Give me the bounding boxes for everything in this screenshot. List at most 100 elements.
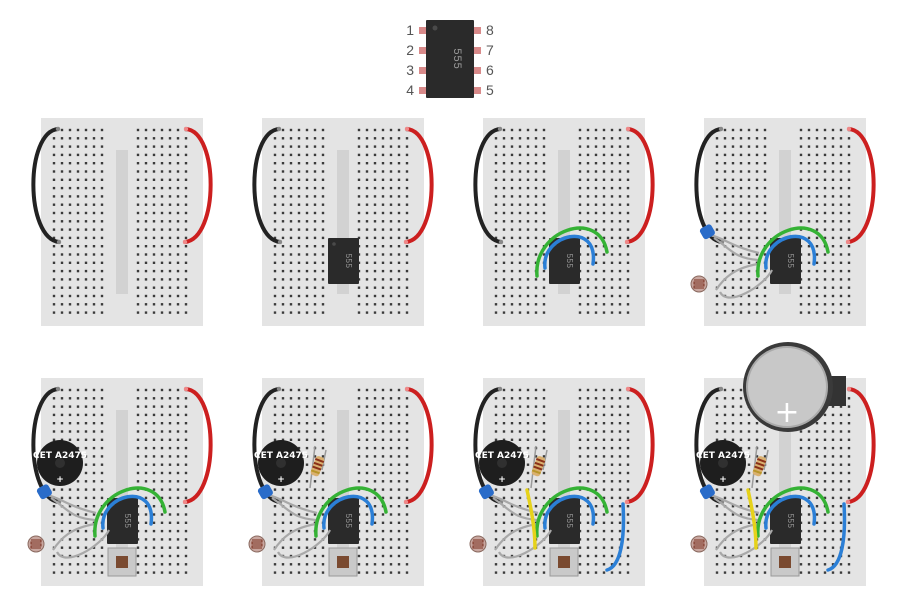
breadboard-hole <box>602 463 606 466</box>
breadboard-hole <box>100 496 104 500</box>
breadboard-hole <box>831 170 835 173</box>
breadboard-hole <box>365 438 369 441</box>
breadboard-hole <box>405 311 409 314</box>
breadboard-hole <box>68 513 72 516</box>
breadboard-hole <box>747 563 751 566</box>
breadboard-hole <box>321 496 325 500</box>
breadboard-hole <box>397 521 401 524</box>
breadboard-hole <box>618 471 622 475</box>
breadboard-hole <box>739 513 743 516</box>
breadboard-hole <box>847 521 851 524</box>
breadboard-hole <box>305 145 309 148</box>
breadboard-hole <box>176 286 180 289</box>
breadboard-hole <box>510 245 514 248</box>
breadboard-hole <box>160 463 164 466</box>
breadboard-hole <box>502 388 506 392</box>
breadboard-hole <box>586 529 590 533</box>
breadboard-hole <box>365 563 369 566</box>
power-jumper-wire <box>846 387 876 504</box>
breadboard-hole <box>578 388 582 392</box>
breadboard-hole <box>305 261 309 264</box>
breadboard-hole <box>807 245 811 248</box>
breadboard-hole <box>731 413 735 417</box>
breadboard-hole <box>594 228 598 231</box>
breadboard-hole <box>168 261 172 264</box>
breadboard-hole <box>602 137 606 140</box>
breadboard-hole <box>542 178 546 181</box>
breadboard-hole <box>731 162 735 165</box>
breadboard-hole <box>297 253 301 256</box>
photoresistor-lead <box>498 529 552 559</box>
breadboard-hole <box>305 203 309 206</box>
breadboard-hole <box>381 529 385 533</box>
breadboard-hole <box>60 405 64 408</box>
breadboard-hole <box>281 162 285 165</box>
breadboard-hole <box>542 446 546 450</box>
ceramic-capacitor <box>36 484 52 500</box>
breadboard-hole <box>731 253 735 256</box>
breadboard-hole <box>526 137 530 140</box>
breadboard-hole <box>715 253 719 256</box>
breadboard-hole <box>100 294 104 298</box>
breadboard-hole <box>100 430 104 433</box>
breadboard-hole <box>184 538 188 541</box>
breadboard-hole <box>313 505 317 508</box>
breadboard-hole <box>176 178 180 181</box>
breadboard-hole <box>831 471 835 475</box>
breadboard-hole <box>373 405 377 408</box>
breadboard-hole <box>365 195 369 198</box>
breadboard-hole <box>184 563 188 566</box>
breadboard-hole <box>305 505 309 508</box>
breadboard-hole <box>723 388 727 392</box>
breadboard-hole <box>526 228 530 231</box>
breadboard-hole <box>281 203 285 206</box>
breadboard-hole <box>618 455 622 458</box>
breadboard-hole <box>494 220 498 223</box>
breadboard-hole <box>389 211 393 215</box>
breadboard-hole <box>273 397 277 400</box>
breadboard-hole <box>578 303 582 306</box>
breadboard-hole <box>321 554 325 558</box>
breadboard-hole <box>176 488 180 491</box>
breadboard-hole <box>160 303 164 306</box>
breadboard-hole <box>602 153 606 157</box>
breadboard-hole <box>136 505 140 508</box>
555-chip <box>107 498 138 544</box>
breadboard-hole <box>136 294 140 298</box>
breadboard-hole <box>405 546 409 549</box>
breadboard-hole <box>144 405 148 408</box>
breadboard-hole <box>365 546 369 549</box>
breadboard-hole <box>405 413 409 417</box>
breadboard-hole <box>60 153 64 157</box>
breadboard-hole <box>815 294 819 298</box>
breadboard-hole <box>305 430 309 433</box>
breadboard-hole <box>518 211 522 215</box>
breadboard-hole <box>144 294 148 298</box>
breadboard-hole <box>763 203 767 206</box>
breadboard-hole <box>602 128 606 132</box>
breadboard-hole <box>594 438 598 441</box>
buzzer-label: CET A2475 <box>475 451 529 461</box>
breadboard-hole <box>807 294 811 298</box>
breadboard-hole <box>723 186 727 190</box>
wire-end <box>625 126 631 132</box>
breadboard-hole <box>747 186 751 190</box>
chip-pin-right <box>473 27 481 34</box>
breadboard-hole <box>823 471 827 475</box>
breadboard-hole <box>578 438 582 441</box>
breadboard-hole <box>313 455 317 458</box>
breadboard-hole <box>144 220 148 223</box>
breadboard-hole <box>289 303 293 306</box>
breadboard-hole <box>68 521 72 524</box>
breadboard-hole <box>578 294 582 298</box>
breadboard-hole <box>502 203 506 206</box>
breadboard-hole <box>357 294 361 298</box>
breadboard-hole <box>847 554 851 558</box>
breadboard-hole <box>397 253 401 256</box>
breadboard-hole <box>739 546 743 549</box>
breadboard-hole <box>534 195 538 198</box>
breadboard-hole <box>381 571 385 574</box>
breadboard-hole <box>297 388 301 392</box>
breadboard-hole <box>100 405 104 408</box>
breadboard-hole <box>373 178 377 181</box>
